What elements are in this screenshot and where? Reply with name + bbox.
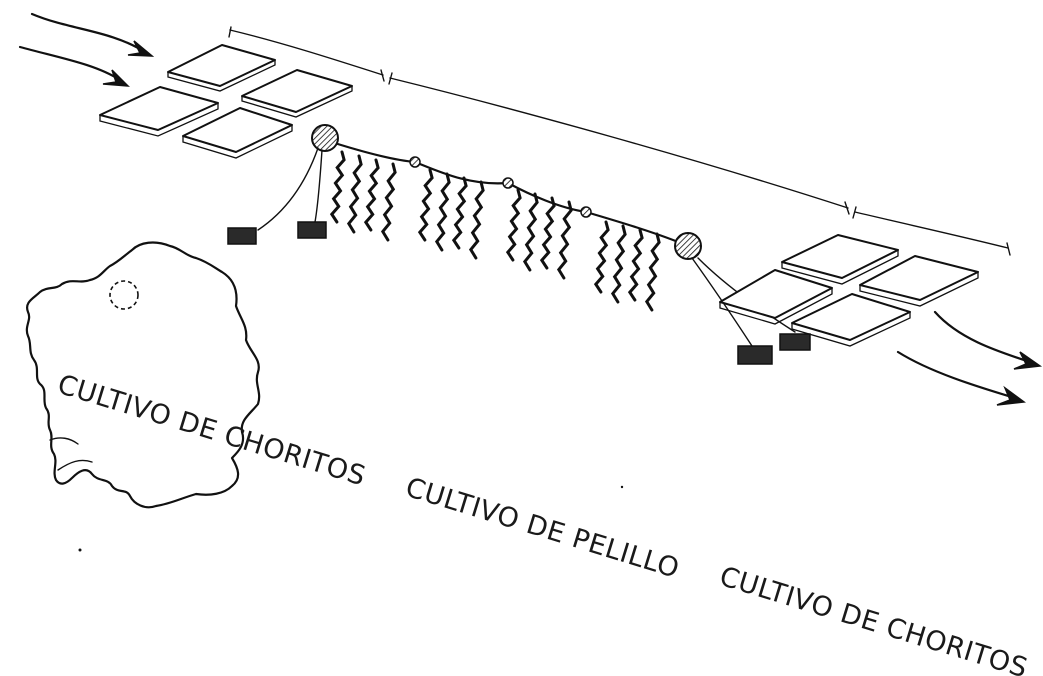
mussel-rafts-left (99, 44, 353, 159)
raft (859, 255, 979, 307)
raft (99, 86, 219, 137)
current-arrow-bottom-right (896, 350, 1026, 406)
main-buoy-left (311, 124, 339, 152)
anchor-block (737, 345, 773, 365)
seaweed-strand (593, 220, 610, 294)
seaweed-strand (556, 200, 573, 280)
anchor-lines-left (227, 147, 327, 245)
label-middle-section: CULTIVO DE PELILLO (402, 472, 683, 585)
floats (311, 124, 702, 260)
raft (719, 269, 833, 325)
seaweed-strand (329, 150, 346, 224)
seaweed-strand (644, 232, 661, 312)
seaweed-strands (329, 150, 661, 312)
seaweed-longline (323, 138, 690, 248)
label-right-section: CULTIVO DE CHORITOS (716, 561, 1031, 676)
small-buoy (502, 177, 514, 189)
current-arrow-bottom-left (18, 45, 130, 87)
stray-dot (620, 485, 624, 489)
raft (182, 107, 293, 159)
seaweed-strand (522, 192, 539, 272)
seaweed-strand (539, 196, 556, 270)
anchor-block (227, 227, 257, 245)
raft (241, 69, 353, 118)
seaweed-strand (434, 172, 451, 252)
main-buoy-right (674, 232, 702, 260)
small-buoy (580, 206, 592, 218)
mussel-rafts-right (719, 234, 979, 347)
seaweed-strand (380, 162, 397, 242)
raft (791, 293, 911, 347)
stray-dot (78, 548, 82, 552)
region-outline (25, 241, 261, 509)
label-left-section: CULTIVO DE CHORITOS (54, 369, 369, 492)
dimension-bracket-left (228, 26, 385, 82)
seaweed-strand (346, 154, 363, 234)
seaweed-strand (505, 188, 522, 262)
seaweed-strand (417, 168, 434, 242)
anchor-block (779, 333, 811, 351)
location-map (25, 241, 261, 509)
seaweed-strand (468, 180, 485, 260)
dimension-line-middle (388, 72, 850, 215)
seaweed-strand (451, 176, 468, 250)
seaweed-strand (610, 224, 627, 304)
location-marker (109, 280, 139, 310)
raft (781, 234, 899, 285)
dimension-bracket-right (852, 206, 1011, 256)
current-arrow-top-left (30, 12, 155, 57)
seaweed-strand (627, 228, 644, 302)
current-arrow-top-right (933, 310, 1043, 370)
small-buoy (409, 156, 421, 168)
anchor-block (297, 221, 327, 239)
seaweed-strand (363, 158, 380, 232)
raft (167, 44, 276, 92)
